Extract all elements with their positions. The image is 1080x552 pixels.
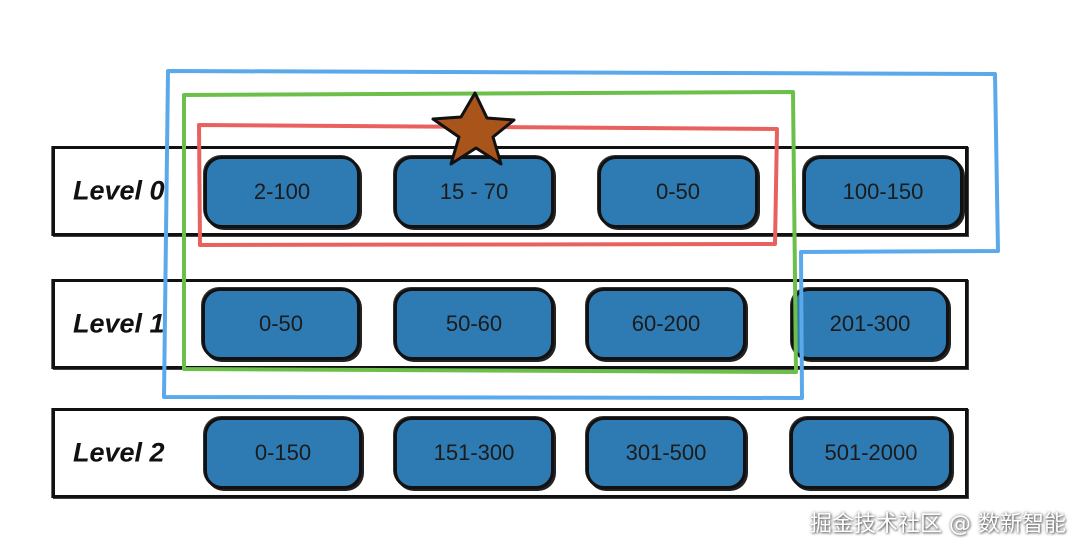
range-label: 301-500: [625, 440, 707, 465]
range-label: 0-150: [254, 440, 312, 465]
range-box: 100-150: [803, 156, 963, 228]
range-label: 201-300: [829, 311, 911, 336]
range-box: 301-500: [586, 417, 746, 489]
range-box: 501-2000: [790, 417, 952, 489]
level-label: Level 0: [73, 175, 165, 206]
range-box: 2-100: [204, 156, 360, 228]
range-box: 0-50: [598, 156, 758, 228]
range-box: 0-50: [202, 288, 360, 360]
level-label: Level 2: [73, 437, 165, 468]
range-label: 2-100: [253, 179, 311, 204]
range-box: 151-300: [394, 417, 554, 489]
level-label: Level 1: [73, 308, 165, 339]
range-box: 15 - 70: [394, 156, 554, 228]
range-box: 0-150: [204, 417, 362, 489]
range-label: 0-50: [655, 179, 701, 204]
range-box: 60-200: [586, 288, 746, 360]
range-label: 151-300: [433, 440, 515, 465]
range-label: 60-200: [631, 311, 701, 336]
range-label: 100-150: [842, 179, 924, 204]
range-label: 50-60: [445, 311, 503, 336]
range-label: 15 - 70: [439, 179, 509, 204]
range-label: 501-2000: [824, 440, 918, 465]
range-box: 201-300: [791, 288, 949, 360]
range-box: 50-60: [394, 288, 554, 360]
watermark: 掘金技术社区 @ 数新智能: [810, 512, 1066, 537]
range-label: 0-50: [258, 311, 304, 336]
